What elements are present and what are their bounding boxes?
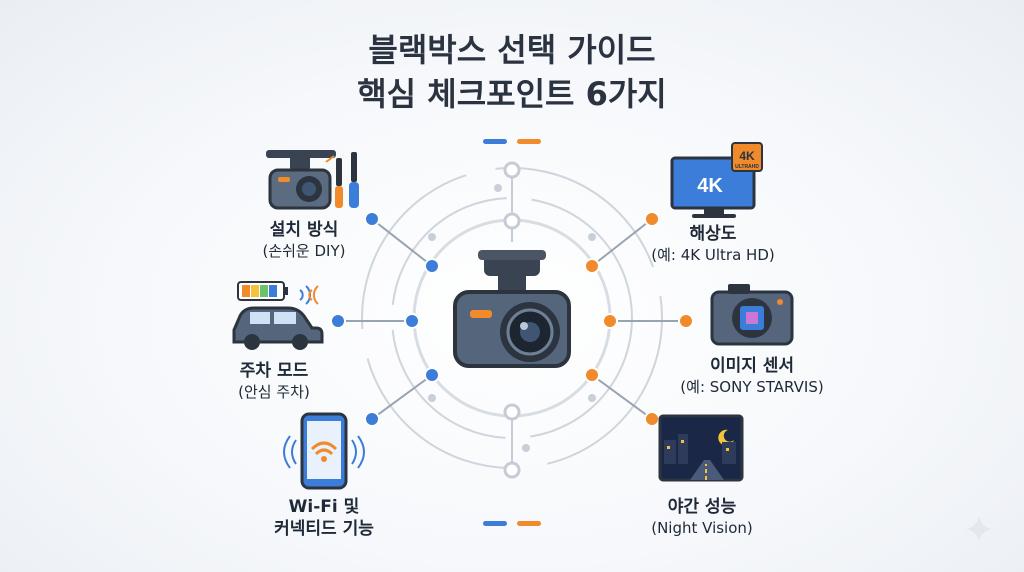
left-connectors bbox=[338, 218, 433, 420]
ring-dots bbox=[428, 184, 596, 452]
item-parking: 주차 모드 (안심 주차) bbox=[174, 360, 374, 402]
node-install-outer bbox=[364, 211, 380, 227]
sensor-title: 이미지 센서 bbox=[709, 356, 795, 376]
wifi-title: Wi-Fi 및 bbox=[288, 497, 360, 517]
install-icon bbox=[266, 150, 359, 210]
spoke-node-top bbox=[503, 161, 521, 179]
spoke-node-bottom bbox=[503, 461, 521, 479]
accent-bottom-blue bbox=[483, 521, 507, 526]
night-title: 야간 성능 bbox=[667, 497, 737, 517]
node-wifi-inner bbox=[424, 367, 440, 383]
node-wifi-outer bbox=[364, 411, 380, 427]
parking-icon bbox=[232, 281, 324, 350]
accent-bottom-orange bbox=[517, 521, 541, 526]
title-line-2: 핵심 체크포인트 6가지 bbox=[357, 75, 667, 113]
node-night-inner bbox=[584, 367, 600, 383]
title-line-1: 블랙박스 선택 가이드 bbox=[368, 31, 656, 69]
item-install: 설치 방식 (손쉬운 DIY) bbox=[204, 219, 404, 261]
resolution-sub: (예: 4K Ultra HD) bbox=[651, 246, 775, 264]
node-sensor-inner bbox=[602, 313, 618, 329]
accent-top-blue bbox=[483, 139, 507, 144]
spoke-node-top-inner bbox=[503, 212, 521, 230]
install-title: 설치 방식 bbox=[269, 220, 339, 240]
node-sensor-outer bbox=[678, 313, 694, 329]
night-sub: (Night Vision) bbox=[651, 519, 753, 537]
node-night-outer bbox=[644, 411, 660, 427]
sensor-icon bbox=[710, 284, 794, 346]
node-install-inner bbox=[424, 258, 440, 274]
install-sub: (손쉬운 DIY) bbox=[262, 242, 346, 260]
parking-title: 주차 모드 bbox=[239, 361, 309, 381]
node-resolution-outer bbox=[644, 211, 660, 227]
resolution-icon: 4K 4K ULTRAHD bbox=[670, 142, 763, 218]
node-parking-outer bbox=[330, 313, 346, 329]
badge-ultrahd-text: ULTRAHD bbox=[735, 164, 759, 170]
resolution-title: 해상도 bbox=[689, 224, 737, 244]
monitor-4k-text: 4K bbox=[697, 175, 723, 197]
node-resolution-inner bbox=[584, 258, 600, 274]
page-title: 블랙박스 선택 가이드 핵심 체크포인트 6가지 bbox=[0, 28, 1024, 116]
sensor-sub: (예: SONY STARVIS) bbox=[680, 378, 824, 396]
item-sensor: 이미지 센서 (예: SONY STARVIS) bbox=[652, 355, 852, 397]
spoke-node-bottom-inner bbox=[503, 403, 521, 421]
wifi-icon bbox=[283, 412, 365, 490]
sparkle-icon bbox=[966, 516, 992, 542]
node-parking-inner bbox=[404, 313, 420, 329]
item-night: 야간 성능 (Night Vision) bbox=[602, 496, 802, 538]
parking-sub: (안심 주차) bbox=[238, 383, 310, 401]
item-resolution: 해상도 (예: 4K Ultra HD) bbox=[613, 223, 813, 265]
night-icon bbox=[658, 414, 744, 482]
wifi-sub: 커넥티드 기능 bbox=[274, 519, 374, 539]
right-connectors bbox=[591, 218, 686, 420]
item-wifi: Wi-Fi 및 커넥티드 기능 bbox=[224, 496, 424, 540]
accent-top-orange bbox=[517, 139, 541, 144]
dashcam-center-icon bbox=[453, 250, 571, 368]
badge-4k-text: 4K bbox=[739, 149, 755, 163]
